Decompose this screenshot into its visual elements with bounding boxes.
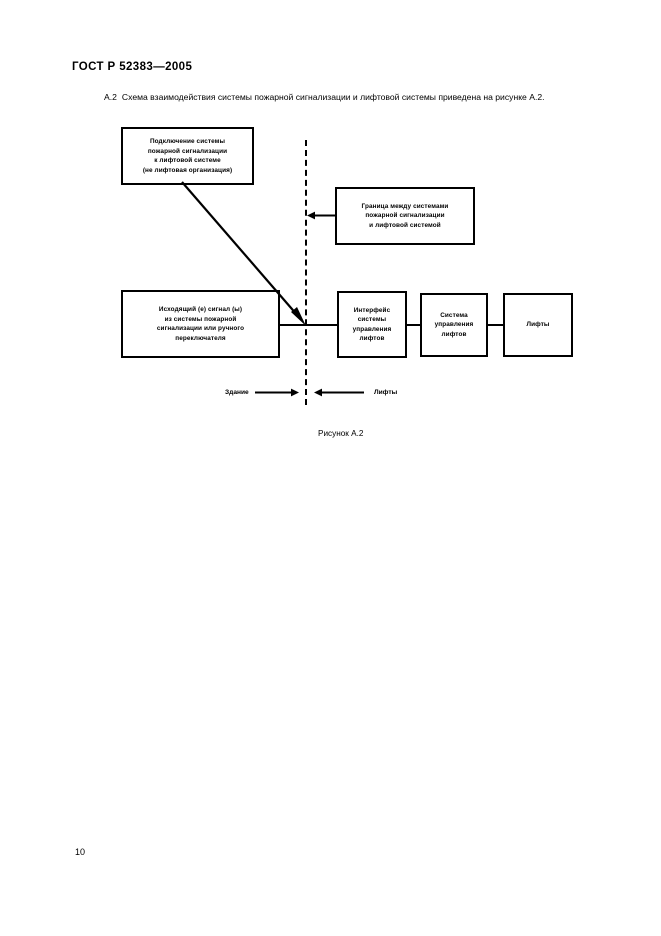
node-line: Система xyxy=(440,311,468,319)
node-system-boundary: Граница между системами пожарной сигнали… xyxy=(335,187,475,245)
paragraph-a2: А.2 Схема взаимодействия системы пожарной… xyxy=(104,91,624,103)
node-line: (не лифтовая организация) xyxy=(142,166,233,174)
node-line: пожарной сигнализации xyxy=(365,212,445,220)
node-line: Исходящий (е) сигнал (ы) xyxy=(158,306,243,313)
node-lifts: Лифты xyxy=(503,293,573,357)
legend-label-lifts: Лифты xyxy=(374,389,398,396)
document-header-standard-number: ГОСТ Р 52383—2005 xyxy=(72,61,193,73)
node-line: лифтов xyxy=(359,335,385,342)
system-boundary-dashed-line xyxy=(305,140,307,405)
node-line: сигнализации или ручного xyxy=(156,325,245,332)
node-line: управления xyxy=(434,321,474,329)
legend-label-building: Здание xyxy=(225,389,249,396)
node-lift-control-interface: Интерфейс системы управления лифтов xyxy=(337,291,407,358)
legend-arrow-building xyxy=(255,388,299,397)
figure-caption: Рисунок А.2 xyxy=(318,429,364,438)
page-number: 10 xyxy=(75,847,86,857)
node-line: и лифтовой системой xyxy=(369,221,441,229)
paragraph-text: Схема взаимодействия системы пожарной си… xyxy=(121,92,545,102)
arrow-connection-to-signal-line xyxy=(181,181,306,326)
node-lift-control-system: Система управления лифтов xyxy=(420,293,488,357)
node-line: к лифтовой системе xyxy=(154,157,221,164)
node-fire-alarm-connection: Подключение системы пожарной сигнализаци… xyxy=(121,127,254,185)
node-line: из системы пожарной xyxy=(164,315,237,323)
node-outgoing-signal: Исходящий (е) сигнал (ы) из системы пожа… xyxy=(121,290,280,358)
node-line: лифтов xyxy=(441,330,467,338)
node-line: управления xyxy=(352,325,392,333)
node-line: системы xyxy=(357,316,387,323)
connector-signal-to-interface xyxy=(280,324,337,326)
node-line: Граница между системами xyxy=(361,202,449,210)
figure-a2: Подключение системы пожарной сигнализаци… xyxy=(0,0,661,460)
node-line: пожарной сигнализации xyxy=(147,147,228,155)
connector-interface-to-control xyxy=(407,324,420,326)
arrow-boundary-to-divider xyxy=(307,211,335,220)
legend-arrow-lifts xyxy=(314,388,364,397)
node-line: Лифты xyxy=(526,321,550,329)
node-line: Подключение системы xyxy=(149,138,226,145)
section-number: А.2 xyxy=(104,92,117,102)
connector-control-to-lifts xyxy=(488,324,503,326)
node-line: переключателя xyxy=(175,334,226,342)
node-line: Интерфейс xyxy=(353,306,391,314)
